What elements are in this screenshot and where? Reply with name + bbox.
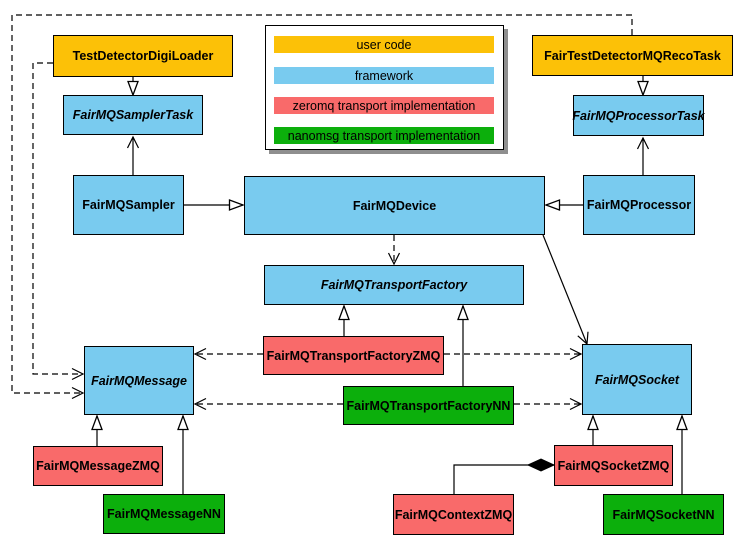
node-fairmqsocketzmq: FairMQSocketZMQ: [554, 445, 673, 486]
node-testdetectordigiloader: TestDetectorDigiLoader: [53, 35, 233, 77]
node-fairmqmessage: FairMQMessage: [84, 346, 194, 415]
node-fairmqsampler: FairMQSampler: [73, 175, 184, 235]
node-fairmqsocket: FairMQSocket: [582, 344, 692, 415]
node-fairmqprocessortask: FairMQProcessorTask: [572, 95, 705, 136]
legend: user code framework zeromq transport imp…: [265, 25, 504, 150]
legend-item-nanomsg: nanomsg transport implementation: [274, 127, 494, 144]
node-fairmqtransportfactory: FairMQTransportFactory: [264, 265, 524, 305]
node-fairmqcontextzmq: FairMQContextZMQ: [393, 494, 514, 535]
node-fairmqsocketnn: FairMQSocketNN: [603, 494, 724, 535]
dependency-digiloader-to-message: [32, 62, 85, 381]
legend-item-zeromq: zeromq transport implementation: [274, 97, 494, 114]
dependency-recotask-to-message: [11, 14, 633, 400]
node-fairmqmessagenn: FairMQMessageNN: [103, 494, 225, 534]
node-fairmqtransportfactoryzmq: FairMQTransportFactoryZMQ: [263, 336, 444, 375]
node-fairmqmessagezmq: FairMQMessageZMQ: [33, 446, 163, 486]
association-device-to-socket: [542, 234, 589, 346]
node-fairmqtransportfactorynn: FairMQTransportFactoryNN: [343, 386, 514, 425]
legend-item-framework: framework: [274, 67, 494, 84]
node-fairtestdetectormqrecotask: FairTestDetectorMQRecoTask: [532, 35, 733, 76]
legend-item-user-code: user code: [274, 36, 494, 53]
node-fairmqprocessor: FairMQProcessor: [583, 175, 695, 235]
node-fairmqdevice: FairMQDevice: [244, 176, 545, 235]
node-fairmqsamplertask: FairMQSamplerTask: [63, 95, 203, 135]
composition-contextzmq-to-socketzmq: [453, 458, 556, 494]
